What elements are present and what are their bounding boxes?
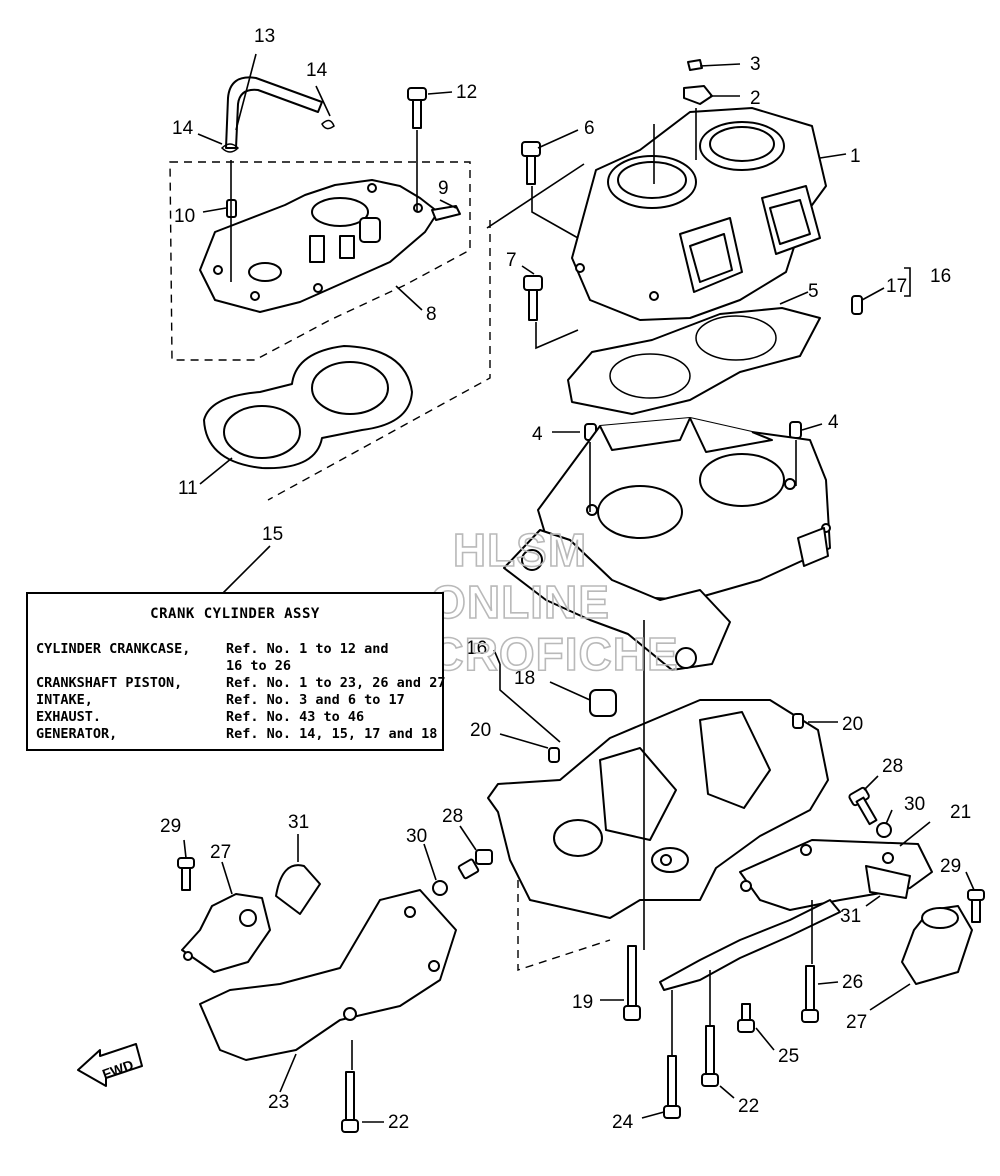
upper-crankcase: [537, 417, 831, 601]
short-bolt: [737, 1003, 755, 1033]
long-bolt: [341, 1071, 359, 1133]
dowel-pin: [792, 713, 804, 729]
assembly-refs: 16 to 26: [226, 658, 292, 674]
callout-31: 31: [840, 906, 861, 927]
screw: [687, 59, 703, 71]
callout-27: 27: [846, 1012, 867, 1033]
long-bolt: [701, 1025, 719, 1087]
callout-15: 15: [262, 524, 283, 545]
callout-25: 25: [778, 1046, 799, 1067]
damper-mount-right: [901, 905, 973, 985]
hose-clip: [220, 143, 240, 153]
callout-10: 10: [174, 206, 195, 227]
breather-hose: [225, 76, 323, 149]
callout-17: 17: [886, 276, 907, 297]
lower-crankcase: [487, 699, 829, 919]
callout-30: 30: [406, 826, 427, 847]
callout-7: 7: [506, 250, 517, 271]
callout-26: 26: [842, 972, 863, 993]
cylinder-block: [571, 107, 827, 321]
fwd-arrow-icon: FWD: [77, 1043, 143, 1087]
callout-1: 1: [850, 146, 861, 167]
callout-14: 14: [306, 60, 328, 81]
callout-14: 14: [172, 118, 194, 139]
callout-21: 21: [950, 802, 971, 823]
bracket-clip: [683, 85, 713, 105]
callout-27: 27: [210, 842, 231, 863]
callout-29: 29: [160, 816, 181, 837]
bolt: [848, 786, 878, 826]
bolt: [177, 857, 195, 891]
long-bolt: [663, 1055, 681, 1119]
rubber-cushion: [275, 864, 321, 915]
callout-9: 9: [438, 178, 449, 199]
callout-29: 29: [940, 856, 961, 877]
callout-24: 24: [612, 1112, 634, 1133]
callout-5: 5: [808, 281, 819, 302]
callout-leaders: [183, 53, 975, 1123]
assembly-reference-table: CRANK CYLINDER ASSY CYLINDER CRANKCASE, …: [26, 592, 446, 751]
rubber-cushion: [865, 865, 911, 899]
bolt: [967, 889, 985, 923]
long-bolt: [801, 965, 819, 1023]
bolt: [523, 275, 543, 321]
bolt: [457, 849, 493, 880]
callout-30: 30: [904, 794, 925, 815]
callout-19: 19: [572, 992, 593, 1013]
engine-mount-bracket-right: [659, 839, 933, 991]
crankshaft-assembly: [499, 529, 731, 743]
callout-20: 20: [470, 720, 491, 741]
long-bolt: [623, 945, 641, 1021]
callout-4: 4: [828, 412, 839, 433]
assembly-category: CRANKSHAFT PISTON,: [36, 675, 183, 691]
spacer-collar: [589, 689, 617, 717]
callout-22: 22: [388, 1112, 409, 1133]
nipple-fitting: [431, 205, 461, 221]
engine-mount-bracket-left: [199, 889, 457, 1061]
head-gasket: [203, 345, 413, 470]
base-gasket: [567, 307, 821, 415]
assembly-refs: Ref. No. 1 to 12 and: [226, 641, 389, 657]
bolt: [521, 141, 541, 185]
callout-13: 13: [254, 26, 275, 47]
damper-mount-left: [181, 893, 271, 973]
callout-labels: 1 2 3 4 4 5 6 7 8 9 10 11 12 13 14 14 15…: [160, 26, 971, 1133]
dowel-pin: [548, 747, 560, 763]
svg-text:ONLINE: ONLINE: [430, 576, 610, 628]
assembly-refs: Ref. No. 14, 15, 17 and 18: [226, 726, 438, 742]
assembly-category: GENERATOR,: [36, 726, 118, 742]
washer: [432, 880, 448, 896]
svg-text:HLSM: HLSM: [453, 524, 587, 576]
callout-31: 31: [288, 812, 309, 833]
assembly-category: CYLINDER CRANKCASE,: [36, 641, 191, 657]
stud: [851, 295, 863, 315]
assembly-refs: Ref. No. 3 and 6 to 17: [226, 692, 405, 708]
assembly-category: INTAKE,: [36, 692, 93, 708]
callout-4: 4: [532, 424, 543, 445]
assembly-table-title: CRANK CYLINDER ASSY: [150, 606, 320, 622]
callout-22: 22: [738, 1096, 759, 1117]
washer: [876, 822, 892, 838]
callout-16: 16: [466, 638, 487, 659]
callout-2: 2: [750, 88, 761, 109]
callout-28: 28: [882, 756, 903, 777]
callout-16: 16: [930, 266, 951, 287]
assembly-refs: Ref. No. 43 to 46: [226, 709, 365, 725]
callout-18: 18: [514, 668, 535, 689]
callout-20: 20: [842, 714, 863, 735]
assembly-category: EXHAUST.: [36, 709, 102, 725]
callout-28: 28: [442, 806, 463, 827]
dowel-pin: [789, 421, 802, 439]
assembly-refs: Ref. No. 1 to 23, 26 and 27: [226, 675, 446, 691]
callout-6: 6: [584, 118, 595, 139]
callout-23: 23: [268, 1092, 289, 1113]
callout-12: 12: [456, 82, 477, 103]
callout-8: 8: [426, 304, 437, 325]
callout-11: 11: [178, 478, 198, 499]
intake-group: [169, 76, 471, 361]
hose-clip: [321, 119, 335, 130]
callout-3: 3: [750, 54, 761, 75]
